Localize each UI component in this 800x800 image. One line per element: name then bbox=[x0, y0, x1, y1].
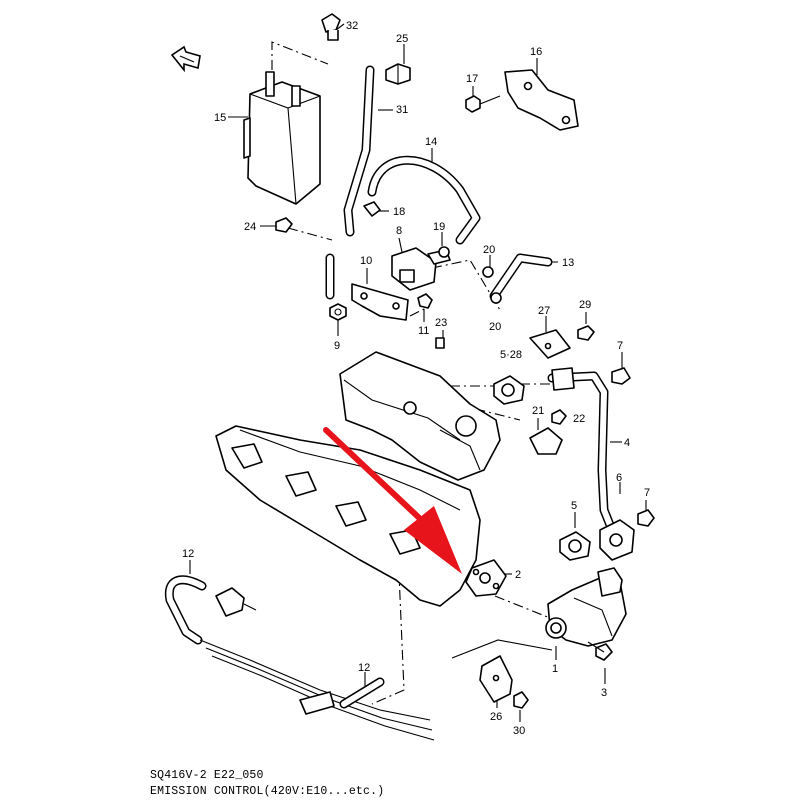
bolt-17 bbox=[465, 95, 501, 113]
callout-30: 30 bbox=[513, 725, 525, 737]
gasket-2 bbox=[465, 559, 507, 597]
hose-12-upper bbox=[164, 575, 207, 645]
bracket-10 bbox=[351, 283, 409, 321]
callout-31: 31 bbox=[396, 104, 408, 116]
red-indicator-arrow bbox=[323, 427, 462, 574]
callout-12-lower: 12 bbox=[358, 662, 370, 674]
intake-manifold-upper bbox=[339, 351, 501, 481]
manifold-lower bbox=[215, 425, 481, 607]
callout-7-upper: 7 bbox=[617, 340, 623, 352]
gasket-5 bbox=[559, 531, 591, 561]
callout-7-lower: 7 bbox=[644, 487, 650, 499]
callout-4: 4 bbox=[624, 437, 630, 449]
vacuum-lines bbox=[199, 639, 435, 741]
pressure-sensor bbox=[215, 587, 257, 617]
callout-6: 6 bbox=[616, 472, 622, 484]
bolt-22 bbox=[551, 409, 567, 425]
clamp-25 bbox=[385, 63, 411, 85]
callout-15: 15 bbox=[214, 112, 226, 124]
hose-14 bbox=[367, 155, 481, 245]
egr-valve-1 bbox=[545, 567, 627, 647]
clamp-20a bbox=[482, 266, 494, 278]
callout-9: 9 bbox=[334, 340, 340, 352]
callout-23: 23 bbox=[435, 317, 447, 329]
clip-32 bbox=[321, 13, 341, 41]
bracket-16 bbox=[504, 69, 579, 131]
screw-24 bbox=[275, 217, 293, 233]
plate-26 bbox=[479, 655, 513, 703]
nut-9 bbox=[329, 303, 347, 321]
callout-22: 22 bbox=[573, 413, 585, 425]
hose-12-lower bbox=[339, 677, 385, 709]
bolt-7-upper bbox=[611, 367, 631, 385]
callout-5-28: 5·28 bbox=[500, 349, 522, 361]
callout-14: 14 bbox=[425, 136, 437, 148]
bolt-29 bbox=[577, 325, 595, 341]
callout-5: 5 bbox=[571, 500, 577, 512]
callout-20-bottom: 20 bbox=[489, 321, 501, 333]
clip-18 bbox=[363, 201, 381, 217]
callout-21: 21 bbox=[532, 405, 544, 417]
callout-10: 10 bbox=[360, 255, 372, 267]
callout-11: 11 bbox=[418, 325, 429, 337]
flange-6 bbox=[599, 519, 635, 561]
bolt-11 bbox=[417, 293, 433, 309]
callout-32: 32 bbox=[346, 20, 358, 32]
callout-27: 27 bbox=[538, 305, 550, 317]
callout-17: 17 bbox=[466, 73, 478, 85]
callout-1: 1 bbox=[552, 663, 558, 675]
hose-13 bbox=[489, 253, 553, 301]
diagram-code: SQ416V-2 E22_050 bbox=[150, 769, 264, 782]
callout-2: 2 bbox=[515, 569, 521, 581]
bolt-30 bbox=[513, 691, 529, 709]
diagram-caption: EMISSION CONTROL(420V:E10...etc.) bbox=[150, 785, 385, 798]
callout-24: 24 bbox=[244, 221, 256, 233]
callout-12-upper: 12 bbox=[182, 548, 194, 560]
clamp-20b bbox=[490, 292, 502, 304]
callout-26: 26 bbox=[490, 711, 502, 723]
cover-21 bbox=[529, 427, 563, 455]
callout-3: 3 bbox=[601, 687, 607, 699]
bolt-7-lower bbox=[637, 509, 655, 527]
egr-pipe-4 bbox=[547, 367, 617, 535]
vsv-valve-8 bbox=[391, 247, 451, 291]
bolt-3 bbox=[587, 641, 613, 661]
gasket-5-28 bbox=[493, 375, 525, 405]
callout-13: 13 bbox=[562, 257, 574, 269]
callout-29: 29 bbox=[579, 299, 591, 311]
callout-labels: 32 25 16 17 15 31 14 18 24 8 19 20 13 10… bbox=[182, 20, 650, 737]
hose-31 bbox=[343, 65, 375, 237]
callout-8: 8 bbox=[396, 225, 402, 237]
callout-19: 19 bbox=[433, 221, 445, 233]
stud-23 bbox=[435, 337, 445, 349]
clamp-19 bbox=[438, 246, 450, 258]
front-arrow-icon bbox=[170, 45, 201, 73]
callout-16: 16 bbox=[530, 46, 542, 58]
canister-15 bbox=[243, 71, 321, 205]
callout-20-top: 20 bbox=[483, 244, 495, 256]
cover-27 bbox=[529, 329, 571, 359]
callout-18: 18 bbox=[393, 206, 405, 218]
callout-25: 25 bbox=[396, 33, 408, 45]
